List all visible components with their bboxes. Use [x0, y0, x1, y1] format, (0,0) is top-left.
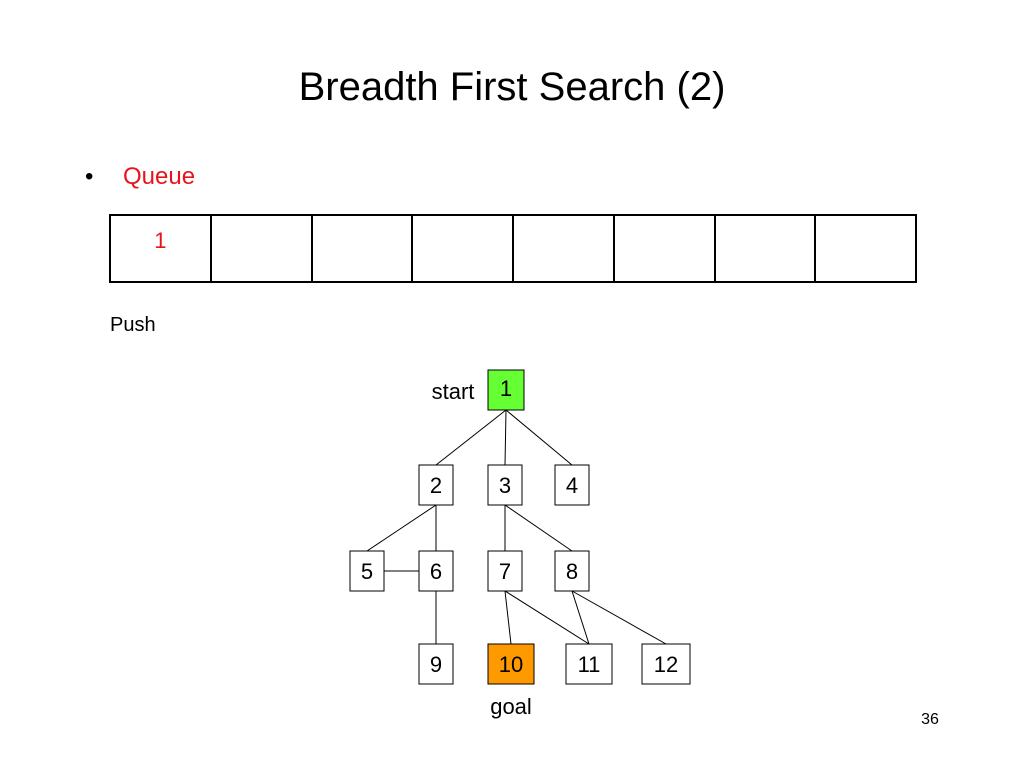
goal-label: goal: [490, 694, 532, 719]
start-label: start: [432, 379, 475, 404]
tree-node-5: 5: [349, 550, 385, 592]
tree-edge-7-10: [504, 590, 512, 645]
push-label: Push: [110, 314, 156, 336]
tree-node-2: 2: [418, 464, 454, 506]
tree-node-box: [418, 643, 454, 685]
tree-node-label: 4: [566, 473, 578, 498]
tree-node-box: [487, 464, 523, 506]
tree-edge-3-8: [504, 504, 573, 552]
tree-node-4: 4: [554, 464, 590, 506]
tree-edge-7-11: [504, 590, 590, 645]
bullet-marker: •: [85, 163, 94, 190]
tree-node-label: 10: [499, 652, 523, 677]
tree-node-1: 1: [487, 369, 525, 411]
queue-cell: [413, 216, 514, 281]
tree-node-box: [487, 550, 523, 592]
tree-node-label: 1: [500, 376, 512, 401]
queue-cell: [615, 216, 716, 281]
queue-cell: 1: [111, 216, 212, 281]
tree-node-label: 6: [430, 559, 442, 584]
tree-node-box: [554, 464, 590, 506]
tree-edge-1-2: [435, 409, 507, 466]
tree-edge-1-4: [505, 409, 573, 466]
tree-node-10: 10: [487, 643, 535, 685]
queue-cell: [212, 216, 313, 281]
tree-node-12: 12: [641, 643, 691, 685]
tree-node-box: [641, 643, 691, 685]
slide-title: Breadth First Search (2): [298, 65, 726, 109]
tree-node-9: 9: [418, 643, 454, 685]
tree-node-box: [554, 550, 590, 592]
tree-node-6: 6: [418, 550, 454, 592]
tree-edge-2-5: [366, 504, 437, 552]
page-number: 36: [921, 711, 939, 728]
tree-node-label: 8: [566, 559, 578, 584]
queue-cell: [514, 216, 615, 281]
tree-node-label: 2: [430, 473, 442, 498]
tree-node-label: 12: [654, 652, 678, 677]
tree-edge-1-3: [504, 409, 507, 466]
tree-node-3: 3: [487, 464, 523, 506]
tree-node-box: [565, 643, 613, 685]
tree-node-label: 11: [578, 652, 601, 677]
tree-node-box: [418, 550, 454, 592]
tree-node-box: [487, 369, 525, 411]
tree-node-box: [418, 464, 454, 506]
queue-cell: [716, 216, 817, 281]
tree-node-box: [487, 643, 535, 685]
tree-node-box: [349, 550, 385, 592]
tree-node-label: 9: [430, 652, 442, 677]
tree-node-label: 7: [499, 559, 511, 584]
tree-node-7: 7: [487, 550, 523, 592]
tree-node-8: 8: [554, 550, 590, 592]
tree-node-11: 11: [565, 643, 613, 685]
queue-heading: Queue: [123, 163, 196, 190]
queue-bullet: • Queue: [85, 162, 195, 192]
tree-edge-8-11: [571, 590, 590, 645]
tree-edges: [366, 409, 667, 645]
tree-node-label: 3: [499, 473, 511, 498]
tree-edge-8-12: [571, 590, 667, 645]
tree-node-label: 5: [361, 559, 373, 584]
queue-table: 1: [109, 214, 917, 283]
queue-cell: [313, 216, 414, 281]
